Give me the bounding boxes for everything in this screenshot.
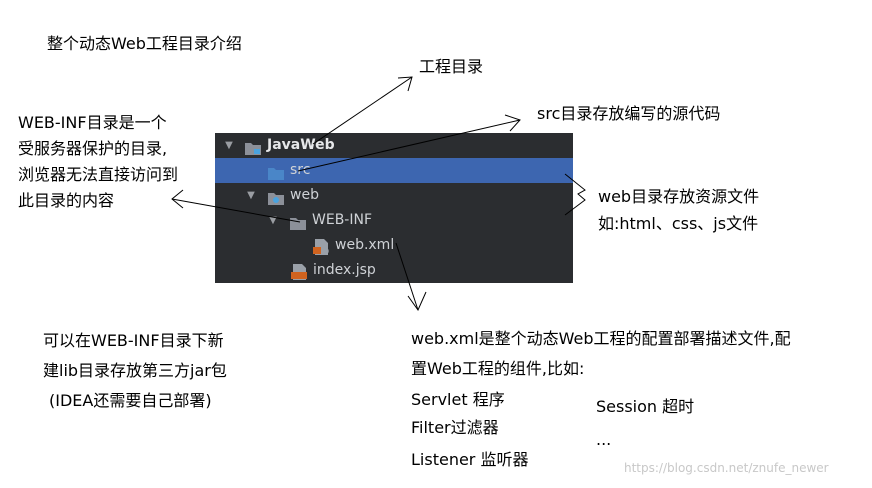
web-dir-desc-line: 如:html、css、js文件	[598, 214, 759, 233]
web-dir-description: web目录存放资源文件 如:html、css、js文件	[598, 183, 759, 237]
tree-item-index-jsp[interactable]: index.jsp	[215, 258, 573, 283]
lib-description: 可以在WEB-INF目录下新 建lib目录存放第三方jar包 (IDEA还需要自…	[43, 326, 227, 416]
tree-item-label: index.jsp	[313, 262, 376, 278]
ellipsis-label: ...	[596, 430, 612, 449]
tree-item-label: web.xml	[335, 237, 395, 253]
arrow-src	[297, 119, 521, 172]
servlet-label: Servlet 程序	[411, 390, 505, 409]
jsp-file-icon	[291, 264, 307, 280]
webxml-desc-line: web.xml是整个动态Web工程的配置部署描述文件,配	[411, 329, 791, 348]
webinf-desc-line: WEB-INF目录是一个	[18, 113, 167, 132]
webinf-desc-line: 浏览器无法直接访问到	[18, 165, 179, 184]
webxml-description: web.xml是整个动态Web工程的配置部署描述文件,配 置Web工程的组件,比…	[411, 324, 791, 384]
filter-label: Filter过滤器	[411, 418, 499, 437]
session-label: Session 超时	[596, 397, 695, 416]
webinf-desc-line: 此目录的内容	[18, 191, 115, 210]
arrow-webxml	[395, 242, 419, 311]
listener-label: Listener 监听器	[411, 450, 529, 469]
web-folder-icon	[268, 189, 284, 205]
web-brace	[564, 173, 586, 216]
chevron-down-icon[interactable]: ▼	[247, 190, 255, 201]
arrowhead	[171, 189, 184, 209]
tree-item-src[interactable]: src	[215, 158, 573, 183]
lib-desc-line: (IDEA还需要自己部署)	[49, 391, 212, 410]
lib-desc-line: 可以在WEB-INF目录下新	[43, 331, 224, 350]
lib-desc-line: 建lib目录存放第三方jar包	[43, 361, 227, 380]
arrowhead	[504, 114, 521, 132]
chevron-down-icon[interactable]: ▼	[269, 215, 277, 226]
webxml-desc-line: 置Web工程的组件,比如:	[411, 359, 585, 378]
arrowhead	[397, 76, 413, 92]
arrow-project	[312, 76, 413, 145]
tree-item-web-xml[interactable]: web.xml	[215, 233, 573, 258]
xml-file-icon	[313, 239, 329, 255]
arrow-webinf	[171, 198, 301, 223]
project-dir-label: 工程目录	[419, 57, 484, 76]
arrowhead	[407, 291, 427, 312]
watermark: https://blog.csdn.net/znufe_newer	[624, 461, 829, 475]
tree-item-label: web	[290, 187, 319, 203]
folder-icon	[245, 139, 261, 155]
page-title: 整个动态Web工程目录介绍	[47, 34, 242, 53]
webinf-description: WEB-INF目录是一个 受服务器保护的目录, 浏览器无法直接访问到 此目录的内…	[18, 110, 178, 214]
source-folder-icon	[268, 164, 284, 180]
tree-item-web[interactable]: ▼ web	[215, 183, 573, 208]
chevron-down-icon[interactable]: ▼	[225, 140, 233, 151]
webinf-desc-line: 受服务器保护的目录,	[18, 139, 168, 158]
tree-item-label: WEB-INF	[312, 212, 372, 228]
src-description: src目录存放编写的源代码	[537, 104, 721, 123]
web-dir-desc-line: web目录存放资源文件	[598, 187, 760, 206]
